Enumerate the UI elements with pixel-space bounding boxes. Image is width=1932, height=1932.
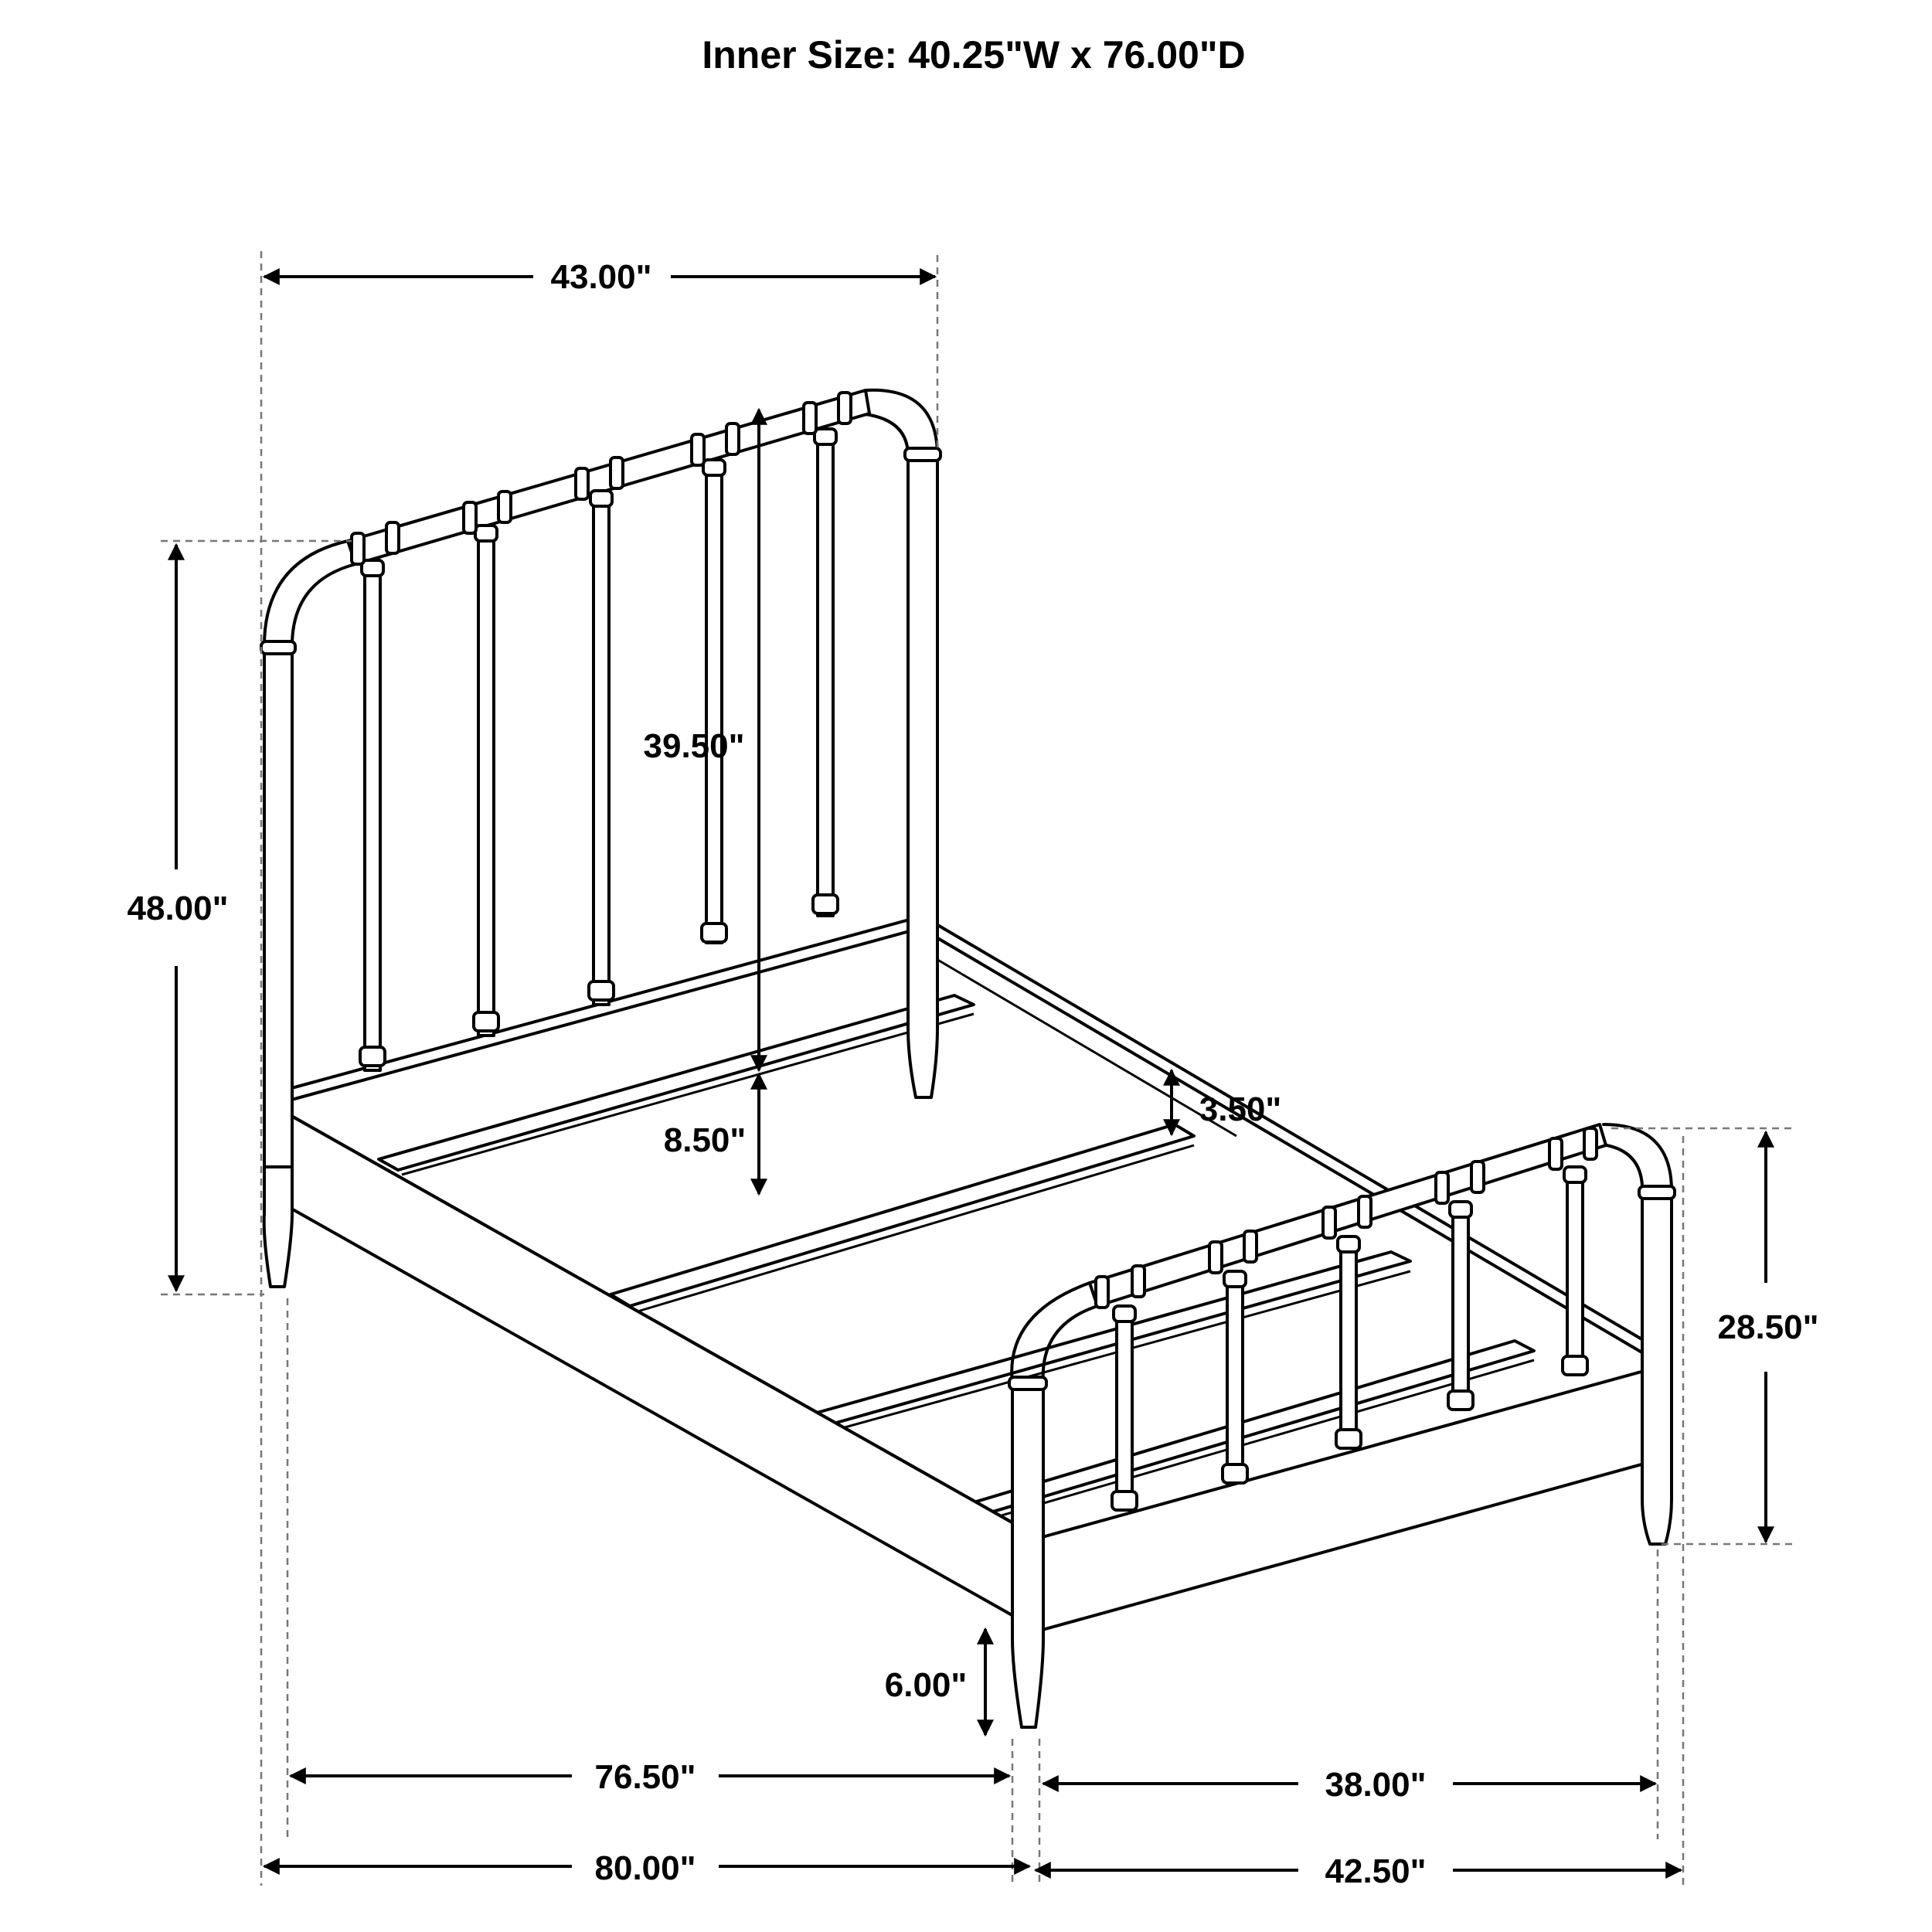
overall-width-label: 42.50" bbox=[1325, 1852, 1427, 1890]
headboard-posts bbox=[260, 388, 942, 1288]
near-side-rail bbox=[284, 1111, 1041, 1632]
headboard-width-label: 43.00" bbox=[551, 258, 652, 296]
footboard-posts bbox=[1008, 1123, 1676, 1729]
footboard-height-label: 28.50" bbox=[1718, 1308, 1819, 1346]
headboard-panel-label: 39.50" bbox=[644, 727, 745, 765]
inner-length-label: 76.50" bbox=[595, 1758, 696, 1796]
extension-lines bbox=[161, 251, 1793, 1886]
dimension-lines bbox=[168, 268, 1774, 1879]
rail-to-floor-label: 8.50" bbox=[664, 1121, 747, 1159]
leg-height-label: 6.00" bbox=[885, 1666, 968, 1704]
diagram-title: Inner Size: 40.25"W x 76.00"D bbox=[702, 33, 1245, 77]
bed-slats bbox=[377, 994, 1536, 1524]
overall-length-label: 80.00" bbox=[595, 1849, 696, 1887]
side-rail-height-label: 3.50" bbox=[1199, 1090, 1282, 1128]
bed-illustration bbox=[260, 388, 1676, 1729]
footboard-spindles bbox=[1094, 1127, 1598, 1512]
headboard-height-label: 48.00" bbox=[128, 889, 229, 927]
dimension-labels: 43.00" 48.00" 39.50" 8.50" 3.50" 28.50" … bbox=[128, 258, 1819, 1890]
inner-width-label: 38.00" bbox=[1325, 1766, 1427, 1804]
headboard-spindles bbox=[350, 391, 852, 1072]
